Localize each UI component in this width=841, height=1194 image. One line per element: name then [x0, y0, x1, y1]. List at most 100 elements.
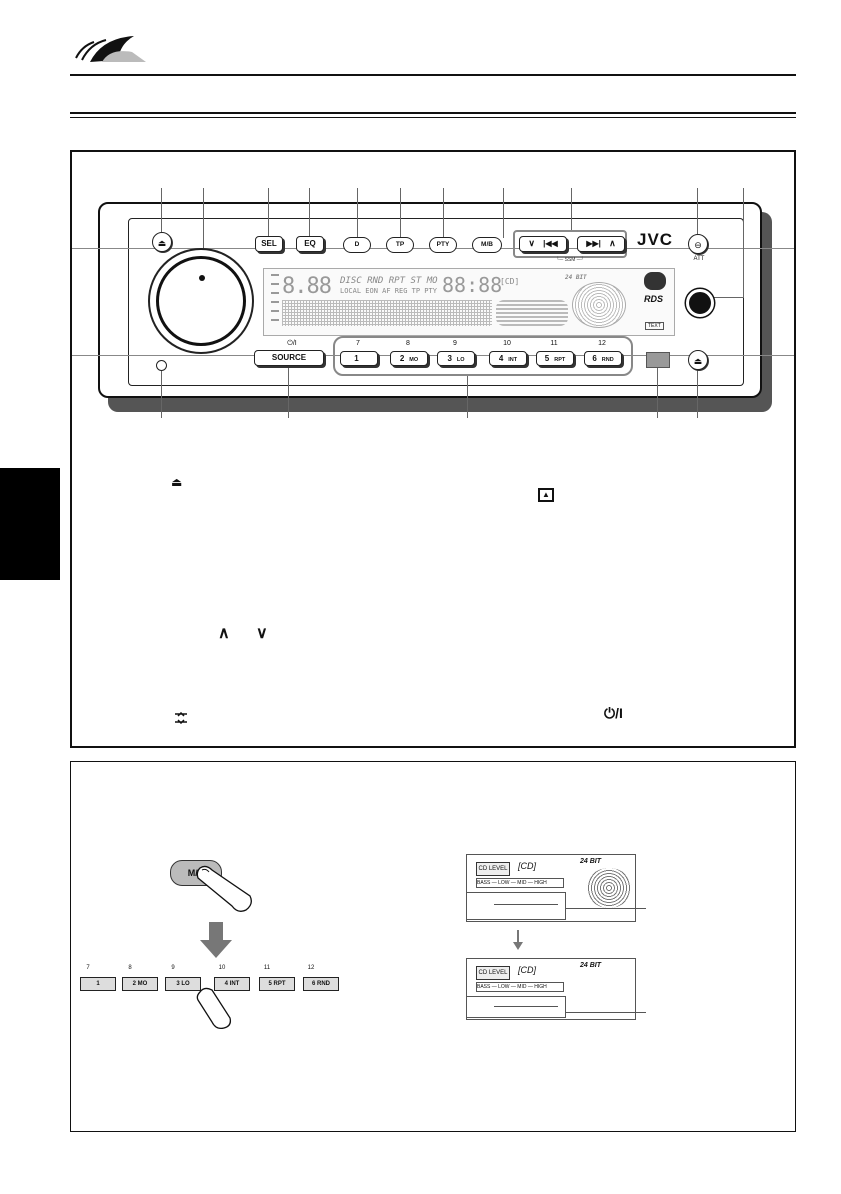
up-chevron-icon: ∧ [218, 625, 230, 642]
ir-sensor [646, 352, 670, 368]
mb-button[interactable]: M/B [472, 237, 502, 253]
eject-button[interactable]: ⏏ [152, 232, 172, 252]
rds-logo: RDS [644, 294, 664, 304]
tp-button[interactable]: TP [386, 237, 414, 253]
example-number-label: 8 [128, 965, 132, 971]
preset-button-5[interactable]: 5 RPT [536, 351, 574, 366]
example-preset-button: 5 RPT [259, 977, 295, 991]
example-number-label: 12 [307, 965, 315, 971]
callout-line [443, 188, 444, 238]
display-example-2-lines [494, 1006, 558, 1007]
lcd-dot-matrix [282, 300, 492, 326]
example-box [70, 761, 796, 1132]
power-label: ⏻/I [287, 340, 297, 347]
volume-knob[interactable] [156, 256, 246, 346]
lcd-cd-indicator: [CD] [500, 277, 520, 286]
d-button[interactable]: D [343, 237, 371, 253]
lcd-clock: 88:88 [442, 273, 503, 297]
preset-button-sub: RND [601, 357, 614, 363]
callout-line [712, 297, 744, 298]
lcd-level-bars [271, 274, 279, 328]
up-chevron-icon: ∧ [609, 238, 616, 248]
small-down-arrow [513, 930, 523, 950]
callout-line [657, 366, 658, 418]
display-example-2-level: CD LEVEL [476, 966, 510, 980]
faceplate-rail-bottom [72, 355, 794, 356]
display-example-1-eq: BASS — LOW — MID — HIGH [476, 878, 564, 888]
mb-example-label: M/B [187, 868, 205, 878]
preset-button-2[interactable]: 2 MO [390, 351, 428, 366]
display-example-1-box [466, 892, 566, 920]
example-number-label: 11 [263, 965, 271, 971]
preset-button-sub: MO [409, 357, 419, 363]
down-chevron-icon: ∨ [528, 238, 535, 248]
display-example-1-lines [494, 904, 558, 905]
display-example-2 [466, 958, 636, 1020]
display-example-2-eq: BASS — LOW — MID — HIGH [476, 982, 564, 992]
knob-indicator [199, 275, 205, 281]
faceplate-inner [128, 218, 744, 386]
display-example-1-bit: 24 BIT [580, 858, 602, 865]
display-example-1 [466, 854, 636, 922]
section-rule-thin [70, 117, 796, 118]
preset-number-label: 12 [598, 340, 606, 347]
display-example-1-disc [586, 868, 632, 908]
detach-button[interactable]: ⊖ [688, 234, 708, 254]
callout-line [467, 376, 468, 418]
section-rule [70, 112, 796, 114]
eject-icon: ⏏ [693, 356, 703, 366]
pty-button[interactable]: PTY [429, 237, 457, 253]
display-example-1-pointer [566, 908, 646, 909]
sel-button[interactable]: SEL [255, 236, 283, 252]
example-preset-button: 1 [80, 977, 116, 991]
skip-forward-icon: ▶▶| [586, 239, 601, 248]
seek-forward-button[interactable]: ▶▶| ∧ [577, 236, 625, 252]
example-number-label: 9 [171, 965, 175, 971]
lcd-bit: 24 BIT [565, 274, 587, 281]
lcd-digits-left: 8.88 [282, 274, 332, 299]
lcd-text-badge: TEXT [645, 322, 664, 330]
callout-line [288, 366, 289, 418]
preset-button-number: 6 [592, 354, 597, 363]
seek-back-button[interactable]: ∨ |◀◀ [519, 236, 567, 252]
callout-line [743, 188, 744, 298]
callout-line [268, 188, 269, 236]
callout-line [697, 188, 698, 234]
callout-line [309, 188, 310, 236]
preset-button-4[interactable]: 4 INT [489, 351, 527, 366]
eject-box-icon: ▲ [538, 488, 554, 502]
example-preset-button: 2 MO [122, 977, 158, 991]
preset-button-1[interactable]: 1 [340, 351, 378, 366]
eq-button[interactable]: EQ [296, 236, 324, 252]
eject-button-secondary[interactable]: ⏏ [688, 350, 708, 370]
preset-number-label: 8 [406, 340, 410, 347]
callout-line [203, 188, 204, 278]
aux-jack[interactable] [686, 289, 714, 317]
preset-button-number: 4 [498, 354, 504, 363]
callout-line [503, 188, 504, 238]
finger-press-illustration [196, 986, 236, 1030]
preset-button-sub: INT [508, 357, 518, 363]
preset-button-sub: RPT [554, 357, 566, 363]
preset-button-number: 5 [544, 354, 550, 363]
header-logo [72, 28, 152, 70]
preset-button-number: 2 [399, 354, 405, 363]
preset-number-label: 10 [503, 340, 511, 347]
preset-number-label: 9 [453, 340, 457, 347]
down-chevron-icon: ∨ [256, 625, 268, 642]
detach-icon [173, 711, 187, 725]
callout-line [400, 188, 401, 238]
seek-group-frame [513, 230, 627, 258]
cd-logo [644, 272, 666, 290]
power-icon: ⏻/I [604, 705, 623, 721]
lcd-disc-graphic [572, 282, 626, 328]
source-button[interactable]: SOURCE [254, 350, 324, 366]
control-panel-box [70, 150, 796, 748]
callout-line [161, 188, 162, 232]
reset-button[interactable] [156, 360, 167, 371]
lcd-row1: DISC RND RPT ST MO [340, 276, 438, 286]
callout-line [357, 188, 358, 238]
preset-button-6[interactable]: 6 RND [584, 351, 622, 366]
brand-logo: JVC [637, 230, 674, 249]
